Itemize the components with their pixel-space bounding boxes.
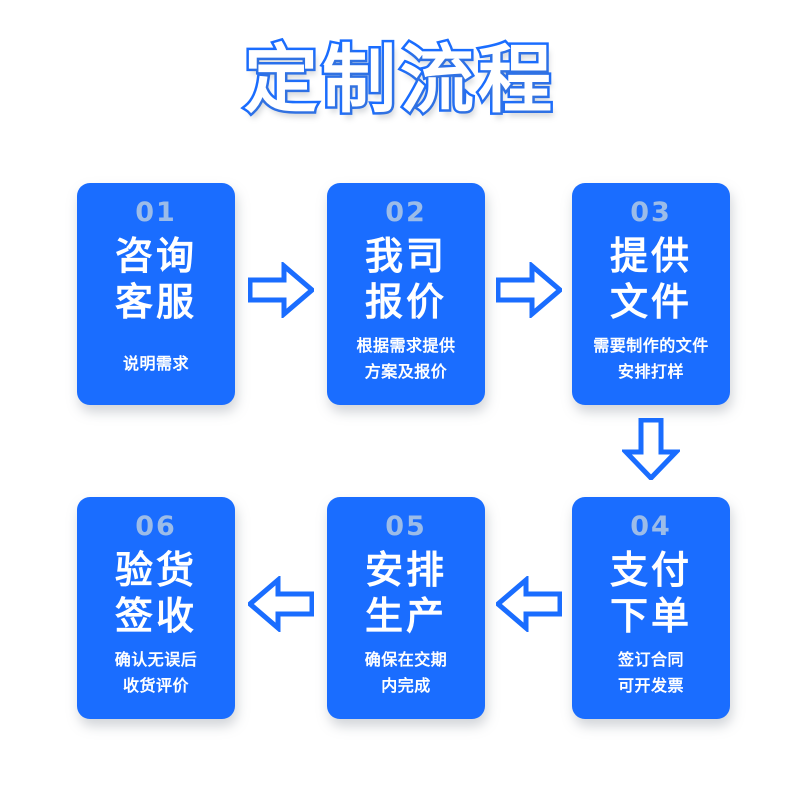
arrow-right-icon <box>496 262 562 318</box>
step-card-01[interactable]: 01 咨询 客服 说明需求 <box>77 183 235 405</box>
step-subtitle-line-2: 方案及报价 <box>364 362 448 381</box>
step-number: 04 <box>630 511 672 542</box>
step-card-05[interactable]: 05 安排 生产 确保在交期 内完成 <box>327 497 485 719</box>
page-title: 定制流程 <box>242 35 556 126</box>
step-title: 咨询 客服 <box>115 233 197 325</box>
step-title-line-1: 提供 <box>609 234 692 278</box>
step-title: 支付 下单 <box>610 547 692 639</box>
step-number: 05 <box>385 511 427 542</box>
step-subtitle-line-2: 收货评价 <box>122 676 189 695</box>
step-subtitle: 确保在交期 内完成 <box>365 647 448 699</box>
step-title-line-1: 安排 <box>364 548 447 592</box>
arrow-down-icon <box>622 418 680 480</box>
arrow-left-icon <box>248 576 314 632</box>
step-card-03[interactable]: 03 提供 文件 需要制作的文件 安排打样 <box>572 183 730 405</box>
step-title-line-2: 下单 <box>609 594 692 638</box>
step-card-06[interactable]: 06 验货 签收 确认无误后 收货评价 <box>77 497 235 719</box>
step-title-line-2: 文件 <box>609 280 692 324</box>
step-subtitle: 根据需求提供 方案及报价 <box>356 333 455 385</box>
step-subtitle: 确认无误后 收货评价 <box>115 647 198 699</box>
step-title-line-1: 咨询 <box>114 234 197 278</box>
step-subtitle-line-1: 确认无误后 <box>114 650 198 669</box>
step-title-line-1: 支付 <box>609 548 692 592</box>
step-subtitle: 签订合同 可开发票 <box>618 647 684 699</box>
step-subtitle-line-1: 需要制作的文件 <box>593 336 709 355</box>
step-title: 我司 报价 <box>365 233 447 325</box>
step-title: 验货 签收 <box>115 547 197 639</box>
arrow-right-icon <box>248 262 314 318</box>
step-subtitle: 需要制作的文件 安排打样 <box>593 333 709 385</box>
step-title: 安排 生产 <box>365 547 447 639</box>
step-subtitle-line-1: 根据需求提供 <box>356 336 456 355</box>
step-subtitle-line-2: 安排打样 <box>617 362 684 381</box>
step-title-line-2: 生产 <box>364 594 447 638</box>
arrow-left-icon <box>496 576 562 632</box>
page-title-wrap: 定制流程 <box>0 35 800 126</box>
step-card-04[interactable]: 04 支付 下单 签订合同 可开发票 <box>572 497 730 719</box>
step-title-line-1: 我司 <box>364 234 447 278</box>
step-title: 提供 文件 <box>610 233 692 325</box>
step-number: 01 <box>135 197 177 228</box>
step-number: 02 <box>385 197 427 228</box>
step-subtitle-line-1: 说明需求 <box>122 354 189 373</box>
step-title-line-2: 报价 <box>364 280 447 324</box>
step-title-line-1: 验货 <box>114 548 197 592</box>
step-subtitle-line-2: 内完成 <box>381 676 431 695</box>
step-number: 03 <box>630 197 672 228</box>
step-subtitle-line-2: 可开发票 <box>617 676 684 695</box>
step-title-line-2: 客服 <box>114 280 197 324</box>
step-number: 06 <box>135 511 177 542</box>
step-subtitle: 说明需求 <box>123 351 189 377</box>
step-subtitle-line-1: 签订合同 <box>617 650 684 669</box>
step-card-02[interactable]: 02 我司 报价 根据需求提供 方案及报价 <box>327 183 485 405</box>
step-title-line-2: 签收 <box>114 594 197 638</box>
step-subtitle-line-1: 确保在交期 <box>364 650 448 669</box>
